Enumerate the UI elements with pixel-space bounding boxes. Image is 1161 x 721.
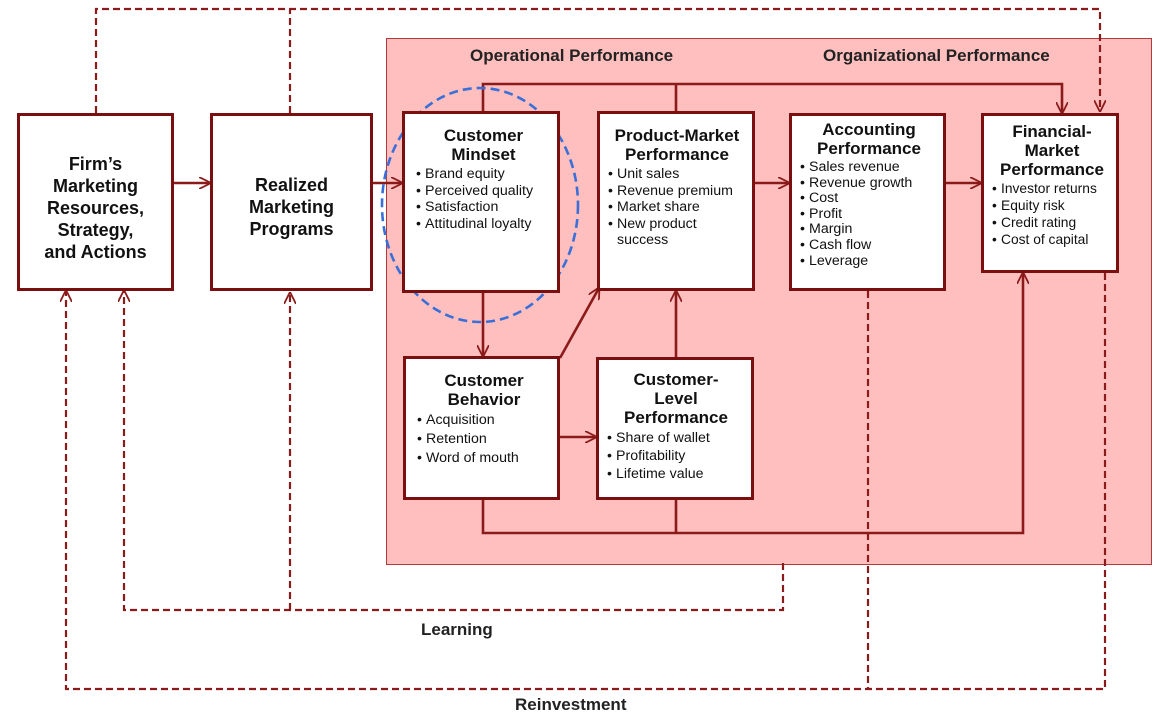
accounting-item: Cash flow [798,237,940,254]
firm-line-1: Firm’s [68,154,123,174]
firm-line-4: Strategy, [57,220,134,240]
realized-line-3: Programs [249,219,334,239]
bottom-feed-line [481,273,1023,535]
customer-level-title-1: Customer- [633,370,719,389]
customer-mindset-highlight [380,86,580,324]
mindset-title-2: Mindset [451,145,516,164]
reinvestment-loop [66,273,1107,691]
mindset-title-1: Customer [443,126,524,145]
financial-title-2: Market [1024,141,1080,160]
product-market-box: Product-Market Performance Unit sales Re… [597,111,755,291]
financial-item: Credit rating [990,214,1114,231]
accounting-item: Sales revenue [798,159,940,176]
accounting-item: Cost [798,191,940,207]
customer-level-item: Share of wallet [605,429,747,447]
behavior-item: Acquisition [415,411,553,430]
product-item: Unit sales [606,166,748,183]
arrow-behavior-to-product [558,288,599,359]
learning-loop [124,291,785,612]
customer-level-item: Lifetime value [605,465,747,483]
firm-line-5: and Actions [44,242,147,262]
accounting-item: Revenue growth [798,175,940,192]
accounting-box: Accounting Performance Sales revenue Rev… [789,113,946,291]
firm-line-3: Resources, [46,198,145,218]
accounting-item: Margin [798,222,940,238]
customer-behavior-box: Customer Behavior Acquisition Retention … [403,356,560,500]
accounting-item: Profit [798,206,940,223]
firm-line-2: Marketing [52,176,139,196]
accounting-item: Leverage [798,253,940,270]
realized-programs-box: Realized Marketing Programs [210,113,373,291]
operational-performance-header: Operational Performance [470,46,674,65]
financial-title-1: Financial- [1012,122,1092,141]
financial-item: Cost of capital [990,231,1114,248]
firm-resources-box: Firm’s Marketing Resources, Strategy, an… [17,113,174,291]
financial-market-box: Financial- Market Performance Investor r… [981,113,1119,273]
behavior-item: Word of mouth [415,449,553,468]
customer-level-title-2: Level [654,389,698,408]
mindset-item: Satisfaction [414,199,553,216]
financial-item: Equity risk [990,197,1114,214]
behavior-title-1: Customer [444,371,524,390]
reinvestment-label: Reinvestment [515,695,627,714]
top-dashed-loop [94,7,1100,113]
accounting-title-1: Accounting [822,120,916,139]
product-item: New product success [606,216,748,249]
top-feed-line [481,82,1062,113]
mindset-item: Perceived quality [414,183,553,200]
behavior-item: Retention [415,430,553,449]
financial-item: Investor returns [990,180,1114,197]
product-title-1: Product-Market [614,126,740,145]
organizational-performance-header: Organizational Performance [823,46,1050,65]
product-item: Revenue premium [606,183,748,200]
financial-title-3: Performance [1000,160,1104,179]
learning-label: Learning [421,620,493,639]
mindset-item: Brand equity [414,166,553,183]
behavior-title-2: Behavior [447,390,521,409]
customer-level-box: Customer- Level Performance Share of wal… [596,357,754,500]
customer-mindset-box: Customer Mindset Brand equity Perceived … [402,111,560,293]
product-item: Market share [606,199,748,216]
realized-line-2: Marketing [248,197,335,217]
product-title-2: Performance [625,145,729,164]
customer-level-title-3: Performance [624,408,728,427]
mindset-item: Attitudinal loyalty [414,216,553,233]
customer-level-item: Profitability [605,447,747,465]
realized-line-1: Realized [254,175,329,195]
accounting-title-2: Performance [817,139,921,158]
